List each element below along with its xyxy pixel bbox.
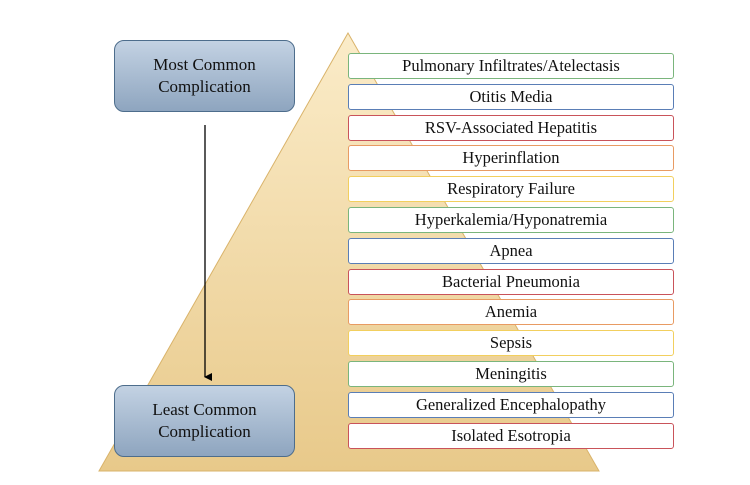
most-common-label: Most Common Complication (153, 55, 256, 96)
complication-item: Bacterial Pneumonia (348, 268, 674, 295)
least-common-box: Least Common Complication (114, 385, 295, 457)
least-common-label: Least Common Complication (152, 400, 257, 441)
complication-item: Apnea (348, 237, 674, 264)
complication-item: Isolated Esotropia (348, 422, 674, 449)
complication-item: Hyperkalemia/Hyponatremia (348, 207, 674, 233)
most-common-box: Most Common Complication (114, 40, 295, 112)
complication-item: Hyperinflation (348, 145, 674, 172)
complication-item: RSV-Associated Hepatitis (348, 114, 674, 141)
complication-item: Anemia (348, 299, 674, 326)
complication-item: Respiratory Failure (348, 176, 674, 203)
complication-item: Generalized Encephalopathy (348, 391, 674, 418)
complication-item: Pulmonary Infiltrates/Atelectasis (348, 53, 674, 79)
complication-item: Meningitis (348, 361, 674, 387)
complication-item: Otitis Media (348, 83, 674, 110)
complication-item: Sepsis (348, 330, 674, 357)
